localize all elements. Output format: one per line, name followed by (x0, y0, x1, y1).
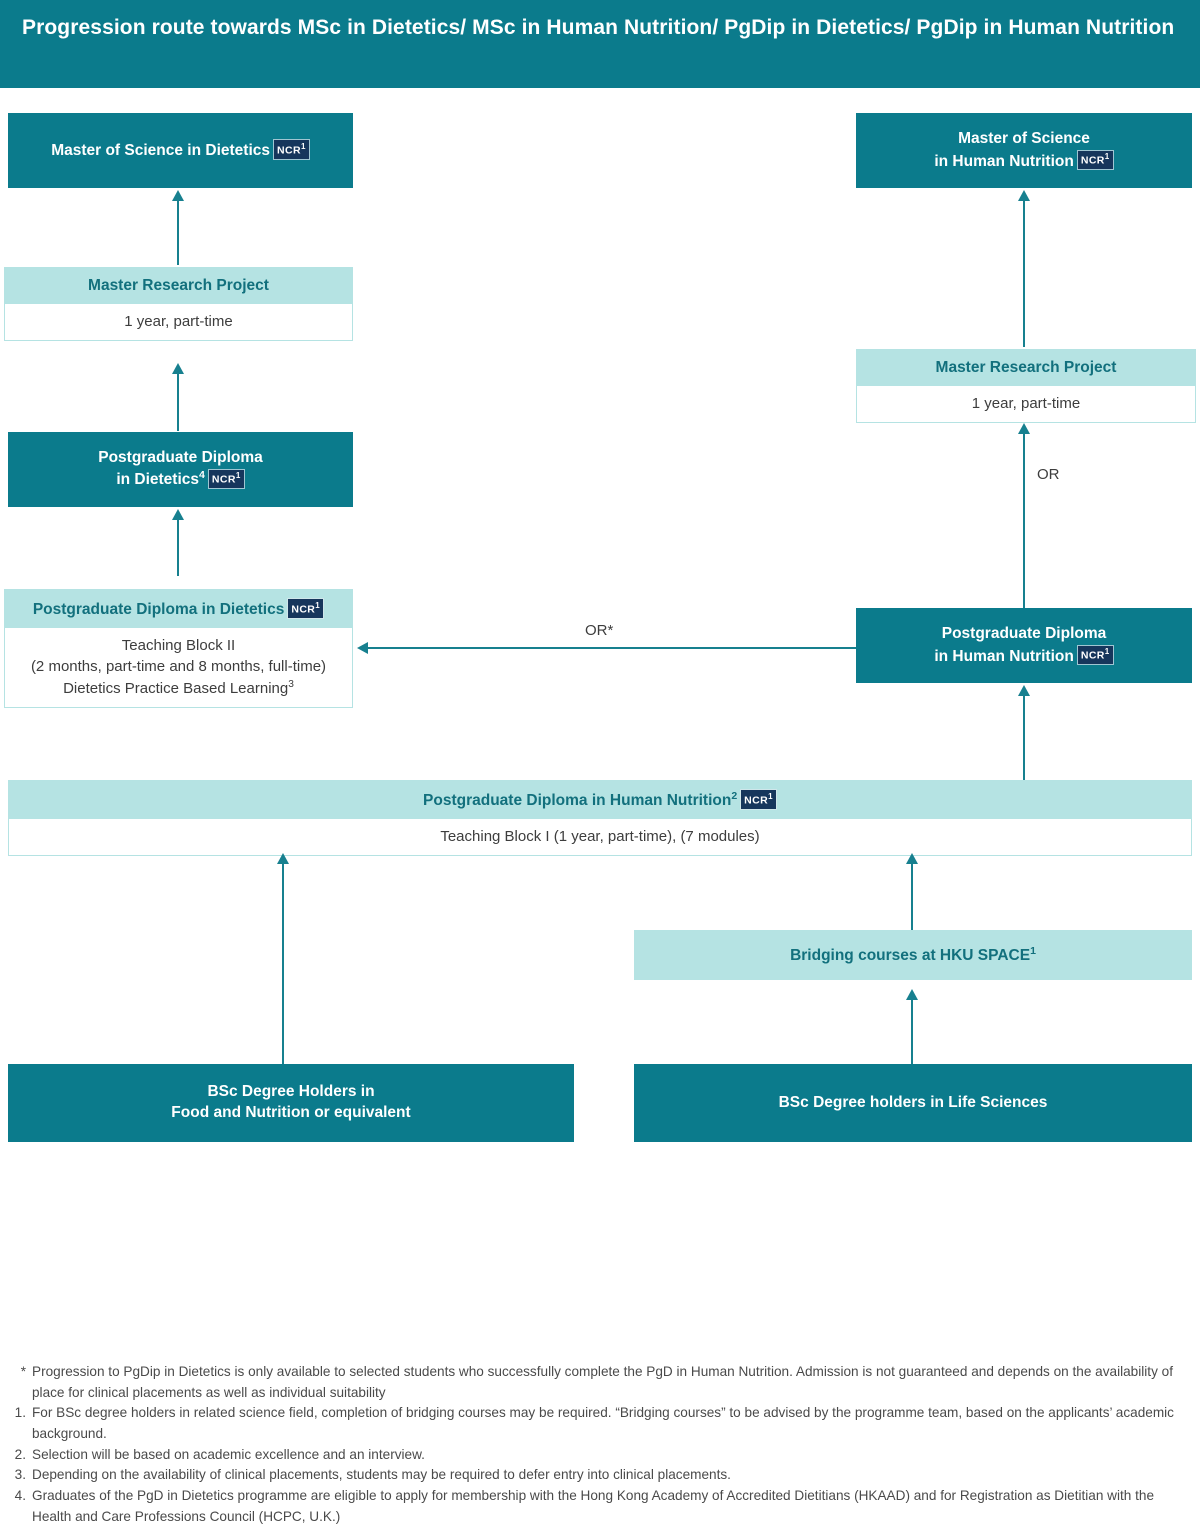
footnote-mark-4: 4 (199, 469, 205, 482)
node-bridging-courses: Bridging courses at HKU SPACE1 (634, 930, 1192, 980)
node-pgdip-dietetics-line1: Postgraduate Diploma (98, 448, 263, 466)
footnote-text: Selection will be based on academic exce… (32, 1446, 425, 1462)
footnote-mark-1: 1 (1030, 944, 1036, 957)
node-master-research-project-left: Master Research Project 1 year, part-tim… (4, 267, 353, 342)
footnote-item: 1. For BSc degree holders in related sci… (10, 1403, 1190, 1444)
node-master-research-project-right: Master Research Project 1 year, part-tim… (856, 349, 1196, 424)
footnote-text: Progression to PgDip in Dietetics is onl… (32, 1364, 1173, 1400)
node-bsc-food-nutrition-line1: BSc Degree Holders in (207, 1083, 375, 1101)
footnote-mark-2: 2 (731, 789, 738, 802)
teaching-block-ii-line3: Dietetics Practice Based Learning (63, 679, 289, 697)
node-pgdip-in-human-nutrition-teaching-block-i: Postgraduate Diploma in Human Nutrition2… (8, 780, 1192, 857)
ncr-badge: NCR1 (740, 789, 777, 810)
node-bsc-food-nutrition-line2: Food and Nutrition or equivalent (171, 1104, 411, 1121)
node-mrp-right-head: Master Research Project (857, 350, 1195, 387)
connector-label-or-star: OR* (585, 622, 614, 639)
node-mrp-left-head: Master Research Project (5, 268, 352, 305)
teaching-block-ii-line2: (2 months, part-time and 8 months, full-… (30, 658, 327, 676)
node-bridging-courses-label: Bridging courses at HKU SPACE (790, 947, 1031, 965)
node-msc-human-nutrition-line1: Master of Science (958, 129, 1090, 147)
connector-label-or: OR (1037, 466, 1060, 483)
footnote-item: 3. Depending on the availability of clin… (10, 1465, 1190, 1486)
footnote-text: Graduates of the PgD in Dietetics progra… (32, 1487, 1155, 1524)
node-pgdip-dietetics-split-head-text: Postgraduate Diploma in Dietetics (32, 601, 285, 618)
ncr-badge: NCR1 (207, 468, 245, 490)
footnote-text: For BSc degree holders in related scienc… (32, 1405, 1174, 1441)
node-pgdip-dietetics-split-body: Teaching Block II (2 months, part-time a… (5, 628, 352, 708)
footnotes-list: * Progression to PgDip in Dietetics is o… (10, 1362, 1190, 1527)
ncr-badge: NCR1 (1076, 149, 1114, 170)
node-bsc-food-and-nutrition: BSc Degree Holders in Food and Nutrition… (8, 1064, 574, 1142)
node-bsc-life-sciences: BSc Degree holders in Life Sciences (634, 1064, 1192, 1142)
footnote-mark: 1. (14, 1405, 26, 1421)
node-pgdip-human-nutrition-line1: Postgraduate Diploma (941, 624, 1107, 642)
footnote-mark: * (20, 1364, 26, 1379)
node-pgdip-human-nutrition-line2: in Human Nutrition (934, 647, 1074, 665)
node-pgdip-human-nutrition-split-head: Postgraduate Diploma in Human Nutrition2… (9, 781, 1191, 820)
teaching-block-ii-line1: Teaching Block II (121, 637, 236, 655)
footnote-mark: 3. (14, 1467, 26, 1483)
footnote-mark: 4. (14, 1487, 26, 1503)
ncr-badge: NCR1 (273, 139, 310, 160)
node-msc-in-dietetics-label: Master of Science in Dietetics (51, 142, 270, 160)
footnote-mark-3: 3 (288, 678, 294, 690)
ncr-badge: NCR1 (1076, 644, 1114, 665)
page-title: Progression route towards MSc in Dieteti… (22, 16, 1175, 39)
footnote-mark: 2. (14, 1446, 26, 1462)
node-pgdip-dietetics-line2: in Dietetics (116, 471, 200, 489)
node-bsc-life-sciences-label: BSc Degree holders in Life Sciences (778, 1093, 1048, 1111)
node-teaching-block-i-body: Teaching Block I (1 year, part-time), (7… (9, 819, 1191, 856)
footnote-text: Depending on the availability of clinica… (32, 1467, 731, 1483)
page-header-banner: Progression route towards MSc in Dieteti… (0, 0, 1200, 88)
node-msc-human-nutrition-line2: in Human Nutrition (934, 152, 1074, 170)
node-mrp-right-body: 1 year, part-time (857, 386, 1195, 423)
node-mrp-left-body: 1 year, part-time (5, 304, 352, 341)
footnote-item: 2. Selection will be based on academic e… (10, 1445, 1190, 1466)
node-pgdip-human-nutrition-split-head-text: Postgraduate Diploma in Human Nutrition (423, 792, 732, 809)
footnote-item: * Progression to PgDip in Dietetics is o… (10, 1362, 1190, 1403)
ncr-badge: NCR1 (287, 598, 325, 619)
footnote-item: 4. Graduates of the PgD in Dietetics pro… (10, 1486, 1190, 1527)
